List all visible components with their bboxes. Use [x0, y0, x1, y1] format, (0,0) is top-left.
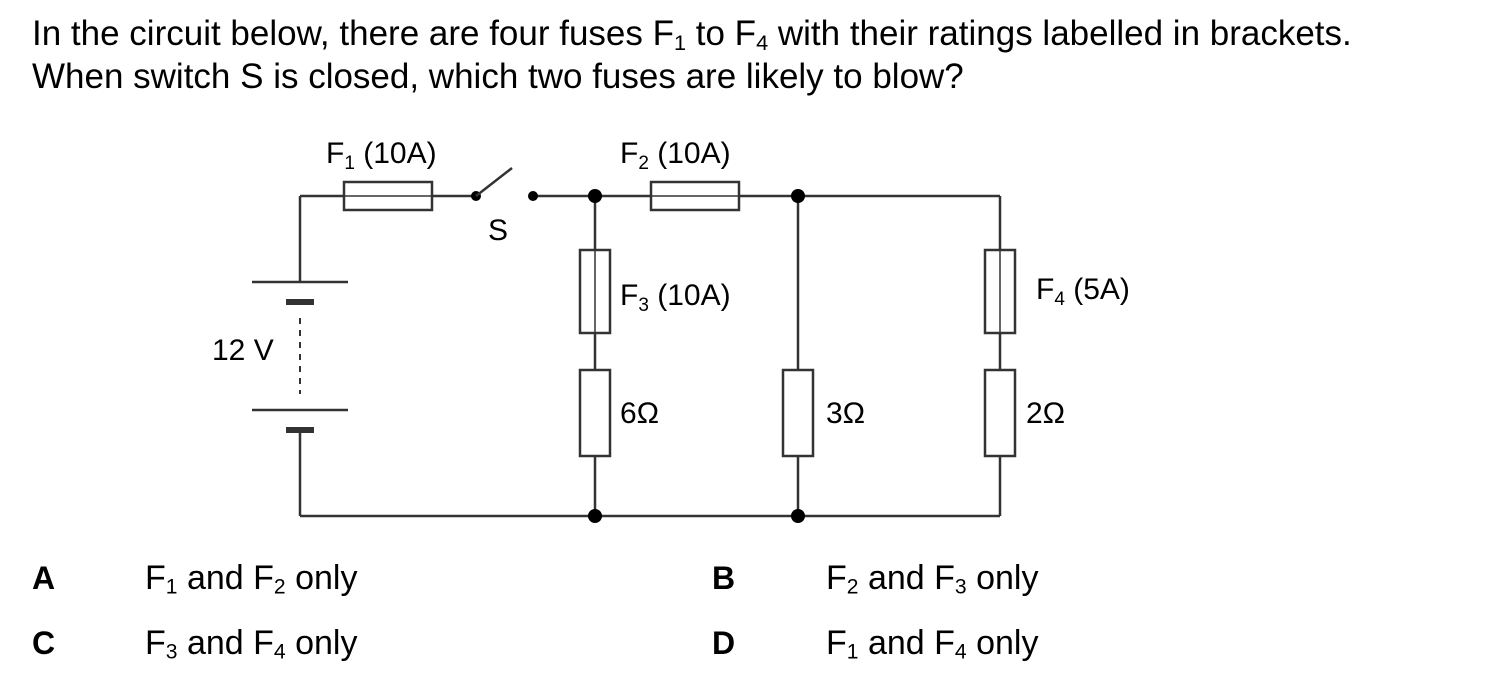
- question-line-2: When switch S is closed, which two fuses…: [32, 57, 964, 96]
- label-switch: S: [488, 214, 508, 247]
- switch-s: [471, 167, 538, 201]
- option-b-text[interactable]: F2 and F3 only: [826, 559, 1039, 599]
- junction-dots: [588, 189, 805, 523]
- fuse-f3: [578, 248, 612, 335]
- label-f4: F4 (5A): [1036, 273, 1130, 310]
- label-f2: F2 (10A): [620, 137, 731, 174]
- resistor-3-ohm: [781, 368, 815, 458]
- option-c-text[interactable]: F3 and F4 only: [145, 624, 358, 664]
- label-battery-voltage: 12 V: [212, 334, 274, 367]
- fuse-f4: [983, 248, 1017, 335]
- circuit-wires: [298, 194, 1002, 518]
- label-f3: F3 (10A): [620, 279, 731, 316]
- fuse-f1: [342, 180, 434, 212]
- option-a-letter: A: [32, 560, 56, 596]
- resistor-6-ohm: [578, 368, 612, 458]
- option-d-text[interactable]: F1 and F4 only: [826, 624, 1039, 664]
- option-d-letter: D: [712, 625, 736, 661]
- label-resistor-3-ohm: 3Ω: [826, 397, 865, 430]
- battery: [252, 280, 348, 433]
- label-f1: F1 (10A): [326, 137, 437, 174]
- question-line-1: In the circuit below, there are four fus…: [32, 14, 1352, 55]
- fuse-f2: [649, 180, 741, 212]
- resistor-2-ohm: [983, 368, 1017, 458]
- question-text: In the circuit below, there are four fus…: [32, 12, 1482, 98]
- label-resistor-6-ohm: 6Ω: [620, 397, 659, 430]
- option-b-letter: B: [712, 560, 736, 596]
- label-resistor-2-ohm: 2Ω: [1026, 397, 1065, 430]
- option-c-letter: C: [32, 625, 56, 661]
- option-a-text[interactable]: F1 and F2 only: [145, 559, 358, 599]
